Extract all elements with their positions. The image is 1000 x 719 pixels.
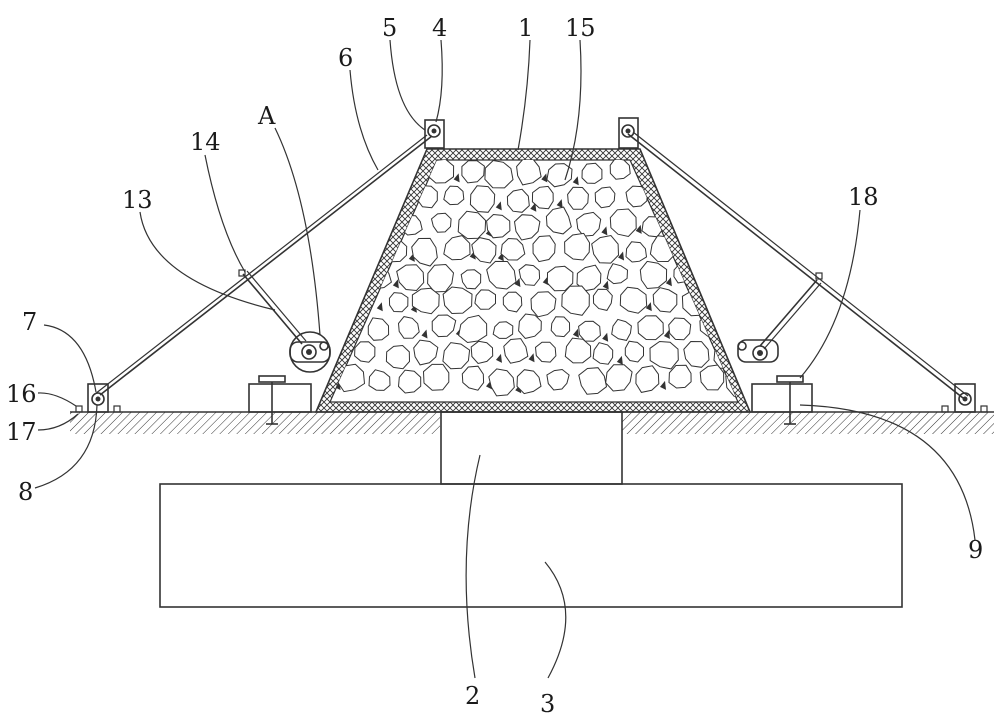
stone-chip (771, 305, 777, 314)
stone (682, 186, 705, 209)
stone (714, 236, 736, 259)
stone (669, 318, 691, 340)
stone (745, 188, 767, 208)
stone (366, 210, 392, 235)
stone (729, 317, 751, 338)
stone (338, 213, 357, 234)
stone-chip (753, 177, 759, 186)
stone-chip (364, 171, 370, 180)
stone (579, 321, 601, 341)
label-16: 16 (6, 380, 37, 408)
stone-chip (333, 174, 339, 183)
stone (697, 209, 725, 236)
label-3: 3 (540, 690, 555, 718)
label-2: 2 (465, 682, 480, 710)
stone (320, 182, 349, 209)
stone (638, 316, 663, 340)
stone-chip (696, 223, 702, 232)
stone-chip (751, 278, 757, 287)
stone-chip (347, 250, 353, 259)
right-ground-anchor (942, 384, 987, 412)
stone-chip (723, 173, 729, 182)
stone-chip (705, 200, 711, 209)
gabion-body (307, 149, 777, 412)
ground-surface (70, 412, 994, 434)
stone-chip (710, 304, 716, 313)
stone (389, 293, 408, 312)
stone (307, 265, 331, 287)
label-6: 6 (338, 44, 353, 72)
stone (355, 242, 378, 264)
stone (329, 294, 348, 314)
label-1: 1 (518, 14, 533, 42)
label-18: 18 (848, 183, 879, 211)
label-7: 7 (22, 308, 37, 336)
stone (672, 210, 694, 233)
label-5: 5 (382, 14, 397, 42)
left-ground-anchor (76, 384, 120, 412)
stone-chip (725, 328, 731, 337)
stone (727, 265, 750, 289)
stone-chip (753, 329, 759, 338)
top-left-lug (425, 120, 444, 148)
label-14: 14 (190, 128, 221, 156)
stone (322, 236, 345, 259)
stone (725, 160, 753, 188)
stone (582, 163, 602, 183)
stone-chip (361, 225, 367, 234)
stone (697, 159, 722, 183)
stone (709, 183, 738, 209)
foundation-block (441, 412, 622, 484)
stone (714, 289, 738, 314)
stone (551, 317, 569, 337)
label-8: 8 (18, 478, 33, 506)
stone (745, 290, 771, 315)
left-tensioner (239, 270, 330, 372)
right-tensioner (738, 273, 822, 362)
label-17: 17 (6, 418, 37, 446)
base-slab (160, 484, 902, 607)
stone (475, 290, 496, 309)
stone (424, 364, 449, 390)
label-9: 9 (968, 536, 983, 564)
label-13: 13 (122, 186, 153, 214)
stone (568, 187, 589, 209)
stone (695, 265, 722, 292)
stone (339, 263, 359, 286)
label-15: 15 (565, 14, 596, 42)
label-A: A (257, 102, 276, 130)
stone (399, 370, 421, 393)
stone (470, 186, 494, 213)
stone-chip (739, 251, 745, 260)
stone (310, 163, 329, 182)
stone-chip (664, 172, 670, 181)
stone (487, 215, 510, 238)
label-4: 4 (432, 14, 447, 42)
stone (340, 159, 364, 181)
